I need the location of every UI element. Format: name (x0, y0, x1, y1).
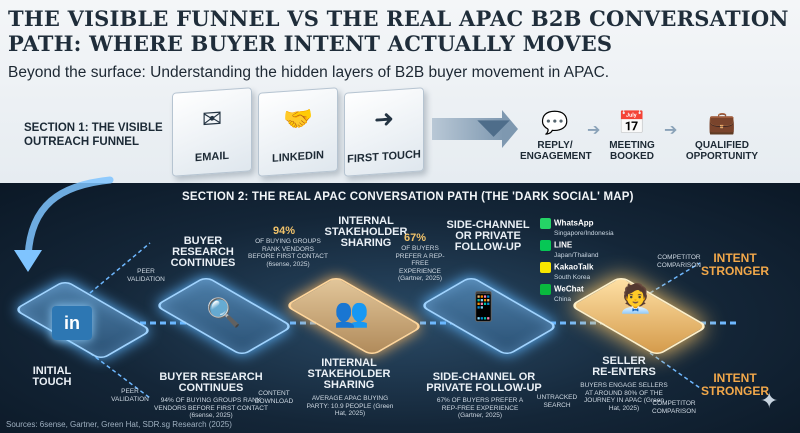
channel-whatsapp-region: Singapore/Indonesia (554, 230, 614, 237)
stat-94-pct: 94% (273, 225, 296, 237)
label-peer-validation-lower: PEER VALIDATION (111, 388, 149, 403)
channel-kakaotalk: KakaoTalk South Korea (540, 262, 593, 282)
channel-kakaotalk-region: South Korea (554, 274, 591, 281)
channel-wechat-region: China (554, 296, 571, 303)
card-first-touch: ➜ FIRST TOUCH (344, 87, 424, 177)
channel-wechat-name: WeChat (554, 284, 584, 294)
card-linkedin: 🤝 LINKEDIN (258, 87, 338, 177)
briefcase-icon: 💼 (708, 110, 736, 135)
label-internal-lower: INTERNAL STAKEHOLDER SHARING (307, 357, 391, 391)
envelope-icon: ✉ (201, 105, 223, 134)
funnel-arrow (432, 110, 518, 148)
page-subtitle: Beyond the surface: Understanding the hi… (8, 64, 610, 81)
label-buyer-research-upper: BUYER RESEARCH CONTINUES (170, 235, 236, 269)
transition-arrow (14, 176, 114, 272)
funnel-icon: ⏷ (475, 101, 512, 153)
meeting-group-icon: 👥 (334, 297, 369, 328)
wechat-icon (540, 284, 551, 295)
stage-reply: 💬 REPLY/ ENGAGEMENT (520, 108, 592, 162)
card-first-touch-label: FIRST TOUCH (347, 148, 421, 166)
label-internal-upper: INTERNAL STAKEHOLDER SHARING (324, 215, 408, 249)
label-peer-validation-upper: PEER VALIDATION (127, 268, 165, 283)
stage-reply-label: REPLY/ ENGAGEMENT (520, 140, 592, 162)
stat-67-text: OF BUYERS PREFER A REP-FREE EXPERIENCE (… (395, 245, 445, 282)
stat-seller: BUYERS ENGAGE SELLERS AT AROUND 80% OF T… (580, 382, 668, 412)
whatsapp-icon (540, 218, 551, 229)
visible-funnel-section: THE VISIBLE FUNNEL VS THE REAL APAC B2B … (0, 0, 800, 183)
magnifier-icon: 🔍 (206, 297, 241, 328)
sources-footnote: Sources: 6sense, Gartner, Green Hat, SDR… (6, 420, 232, 429)
card-email: ✉ EMAIL (172, 87, 252, 177)
sparkle-icon: ✦ (760, 388, 779, 413)
stage-meeting: 📅 MEETING BOOKED (602, 108, 662, 162)
linkedin-icon: in (52, 306, 92, 340)
label-buyer-research-lower: BUYER RESEARCH CONTINUES (159, 371, 263, 394)
channel-line-region: Japan/Thailand (554, 252, 599, 259)
section1-label: SECTION 1: THE VISIBLE OUTREACH FUNNEL (24, 122, 163, 148)
section2-title: SECTION 2: THE REAL APAC CONVERSATION PA… (182, 191, 634, 203)
page-title: THE VISIBLE FUNNEL VS THE REAL APAC B2B … (8, 6, 789, 56)
line-icon (540, 240, 551, 251)
label-intent-upper: INTENT STRONGER (700, 251, 769, 278)
handshake-icon: 🤝 (283, 104, 313, 135)
speech-bubble-icon: 💬 (541, 110, 569, 135)
arrow-icon: ➜ (373, 105, 395, 134)
stage-meeting-label: MEETING BOOKED (609, 140, 655, 162)
stage-arrow-2: ➔ (664, 122, 678, 139)
presenter-icon: 🧑‍💼 (618, 283, 653, 314)
label-seller-reenters: SELLER RE-ENTERS (592, 355, 656, 378)
channel-line: LINE Japan/Thailand (540, 240, 598, 260)
stat-buyer-research-lower: 94% OF BUYING GROUPS RANK VENDORS BEFORE… (154, 397, 268, 419)
label-competitor-upper: COMPETITOR COMPARISON (657, 254, 701, 269)
label-untracked-search: UNTRACKED SEARCH (536, 394, 578, 409)
kakaotalk-icon (540, 262, 551, 273)
stage-arrow-1: ➔ (587, 122, 601, 139)
card-email-label: EMAIL (194, 149, 230, 165)
channel-whatsapp: WhatsApp Singapore/Indonesia (540, 218, 614, 238)
stat-side-channel-lower: 67% OF BUYERS PREFER A REP-FREE EXPERIEN… (436, 397, 524, 419)
label-content-download: CONTENT DOWNLOAD (254, 390, 294, 405)
stage-qualified-label: QUALIFIED OPPORTUNITY (685, 140, 759, 162)
label-intent-lower: INTENT STRONGER (700, 371, 769, 398)
label-side-channel-upper: SIDE-CHANNEL OR PRIVATE FOLLOW-UP (446, 219, 530, 253)
stat-internal-lower: AVERAGE APAC BUYING PARTY: 10.9 PEOPLE (… (306, 395, 394, 417)
stat-94-text: OF BUYING GROUPS RANK VENDORS BEFORE FIR… (248, 238, 328, 268)
label-initial-touch: INITIAL TOUCH (32, 365, 72, 388)
card-linkedin-label: LINKEDIN (272, 149, 324, 165)
channel-line-name: LINE (554, 240, 573, 250)
phone-chat-icon: 📱 (466, 291, 501, 322)
label-side-channel-lower: SIDE-CHANNEL OR PRIVATE FOLLOW-UP (426, 371, 542, 394)
label-competitor-lower: COMPETITOR COMPARISON (652, 400, 696, 415)
channel-kakaotalk-name: KakaoTalk (554, 262, 594, 272)
calendar-icon: 📅 (618, 110, 646, 135)
channel-whatsapp-name: WhatsApp (554, 218, 594, 228)
channel-wechat: WeChat China (540, 284, 584, 304)
stat-67-pct: 67% (404, 232, 427, 244)
stage-qualified: 💼 QUALIFIED OPPORTUNITY (678, 108, 766, 162)
